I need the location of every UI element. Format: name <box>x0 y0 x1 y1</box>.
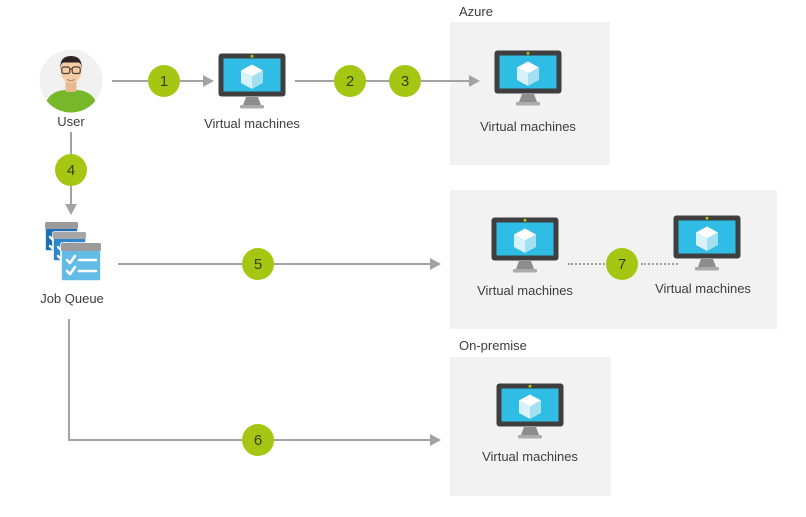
virtual-machine-icon <box>488 217 562 280</box>
arrowhead-icon <box>203 75 214 87</box>
vm-label: Virtual machines <box>204 116 300 131</box>
arrowhead-icon <box>469 75 480 87</box>
dotted-connector-left <box>568 263 605 265</box>
onpremise-section-label: On-premise <box>459 338 527 353</box>
virtual-machine-icon <box>493 383 567 446</box>
user-label: User <box>57 114 85 129</box>
job-queue-icon <box>44 221 102 290</box>
step-badge-5: 5 <box>242 248 274 280</box>
arrowhead-icon <box>430 258 441 270</box>
vm-label: Virtual machines <box>655 281 751 296</box>
line-jobqueue-to-onprem-vertical <box>68 319 70 441</box>
line-vm-to-azure <box>295 80 469 82</box>
virtual-machine-icon <box>491 50 565 113</box>
step-badge-6: 6 <box>242 424 274 456</box>
user-avatar-icon <box>39 49 103 118</box>
arrowhead-icon <box>65 204 77 215</box>
dotted-connector-right <box>641 263 678 265</box>
vm-label: Virtual machines <box>477 283 573 298</box>
step-badge-3: 3 <box>389 65 421 97</box>
virtual-machine-icon <box>215 53 289 116</box>
vm-label: Virtual machines <box>480 119 576 134</box>
step-badge-7: 7 <box>606 248 638 280</box>
virtual-machine-icon <box>670 215 744 278</box>
vm-label: Virtual machines <box>482 449 578 464</box>
step-badge-1: 1 <box>148 65 180 97</box>
line-jobqueue-to-vmgroup <box>118 263 430 265</box>
arrowhead-icon <box>430 434 441 446</box>
step-badge-4: 4 <box>55 154 87 186</box>
job-queue-label: Job Queue <box>40 291 104 306</box>
step-badge-2: 2 <box>334 65 366 97</box>
azure-section-label: Azure <box>459 4 493 19</box>
